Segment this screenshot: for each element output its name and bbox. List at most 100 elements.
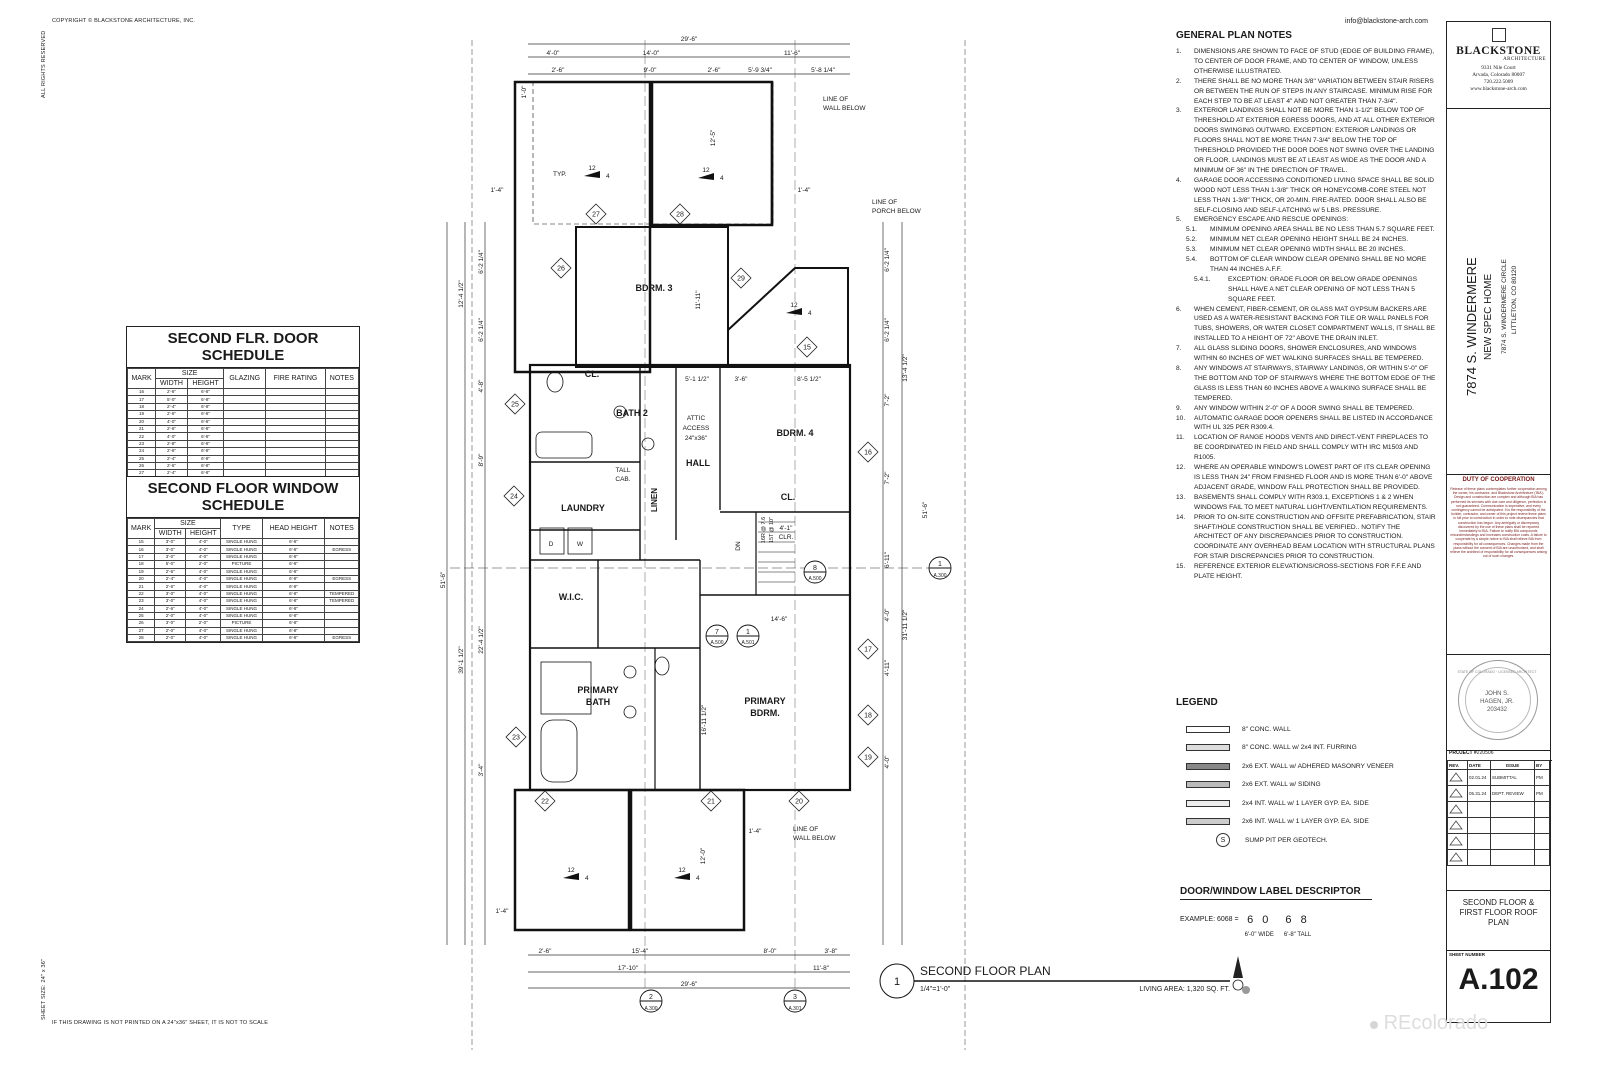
rev-triangle-icon — [1447, 801, 1468, 818]
cell-mark: 26 — [126, 619, 156, 628]
cell-head: 6'-8" — [261, 537, 326, 547]
cell-mark: 16 — [126, 387, 157, 397]
window-tag: 24 — [503, 485, 525, 507]
dim-top2-e: 5'-8 1/4" — [811, 67, 835, 74]
cell-height: 6'-8" — [186, 387, 225, 397]
cell-height: 6'-8" — [186, 417, 225, 426]
cell-blank — [324, 447, 360, 456]
rev-date: 05.31.24 — [1467, 785, 1491, 802]
window-tag-label: 29 — [737, 276, 745, 283]
door-col-notes: NOTES — [324, 368, 360, 389]
cell-mark: 21 — [126, 582, 156, 591]
room-primary-bdrm: PRIMARY — [744, 696, 785, 706]
cell-notes — [324, 582, 359, 591]
stair-treads: 15T @ 10" — [769, 517, 775, 543]
sheet-number-cell: SHEET NUMBER A.102 — [1447, 950, 1550, 1022]
note-number: 5.4.1. — [1194, 275, 1211, 283]
note-number: 5.4. — [1186, 256, 1197, 264]
scale-note: IF THIS DRAWING IS NOT PRINTED ON A 24"x… — [52, 1020, 269, 1026]
firm-email: info@blackstone-arch.com — [1345, 18, 1428, 25]
project-info: 7874 S. WINDERMERE NEW SPEC HOME 7874 S.… — [1447, 108, 1550, 475]
cell-notes — [324, 560, 359, 569]
stair-risers: 16R @ 7.6 — [761, 517, 767, 543]
rev-col-issue: ISSUE — [1490, 760, 1535, 770]
cell-type: SINGLE HUNG — [220, 552, 263, 562]
dim-right-e: 7'-2" — [884, 393, 891, 407]
door-schedule-title-2: SCHEDULE — [201, 347, 285, 364]
cell-width: 5'-0" — [155, 395, 188, 404]
seal-ring-text: STATE OF COLORADO · LICENSED ARCHITECT — [1457, 670, 1537, 674]
dim-top-a: 4'-0" — [547, 50, 561, 57]
firm-info: BLACKSTONE ARCHITECTURE 9331 Nile Court … — [1447, 22, 1550, 109]
cell-notes: EGRESS — [324, 634, 359, 643]
note-item: 5.2.MINIMUM NET CLEAR OPENING HEIGHT SHA… — [1176, 235, 1438, 245]
cell-head: 6'-8" — [261, 567, 326, 576]
room-hall: HALL — [686, 458, 710, 468]
dim-right-a: 13'-4 1/2" — [902, 354, 909, 382]
section-3-mark: 3 — [793, 994, 797, 1001]
architect-seal: JOHN S. HAGEN, JR. 203432 STATE OF COLOR… — [1447, 654, 1550, 751]
room-primary-bdrm-2: BDRM. — [750, 708, 780, 718]
sump-symbol-icon: S — [1216, 833, 1230, 848]
project-sub: NEW SPEC HOME — [1483, 273, 1494, 360]
cell-type: SINGLE HUNG — [220, 604, 263, 613]
project-number-value: 220506 — [1476, 750, 1494, 756]
note-item: 5.4.1.EXCEPTION: GRADE FLOOR OR BELOW GR… — [1176, 275, 1438, 305]
note-item: 4.GARAGE DOOR ACCESSING CONDITIONED LIVI… — [1176, 176, 1438, 216]
cell-mark: 23 — [126, 597, 156, 606]
legend-title: LEGEND — [1176, 697, 1218, 708]
window-schedule-title-2: SCHEDULE — [201, 497, 285, 514]
cell-mark: 15 — [126, 537, 156, 547]
cell-width: 2'-6" — [155, 387, 188, 397]
revision-row — [1447, 817, 1550, 834]
pitch-run: 4 — [720, 175, 724, 182]
note-item: 1.DIMENSIONS ARE SHOWN TO FACE OF STUD (… — [1176, 47, 1438, 77]
firm-website: www.blackstone-arch.com — [1470, 86, 1527, 92]
dim-bot2-a: 17'-10" — [618, 965, 639, 972]
cell-notes — [324, 604, 359, 613]
cell-notes — [324, 626, 359, 636]
legend-label: 2x6 INT. WALL w/ 1 LAYER GYP. EA. SIDE — [1242, 818, 1369, 826]
cell-blank — [223, 387, 267, 397]
note-text: MINIMUM NET CLEAR OPENING HEIGHT SHALL B… — [1210, 236, 1409, 244]
dim-right-b: 31'-11 1/2" — [902, 609, 909, 640]
cell-height: 4'-0" — [185, 582, 222, 591]
legend-label: 2x4 INT. WALL w/ 1 LAYER GYP. EA. SIDE — [1242, 799, 1369, 807]
label-height-note: 6'-8" TALL — [1283, 932, 1312, 938]
window-tag: 29 — [730, 267, 752, 289]
rev-triangle-icon — [1447, 817, 1468, 834]
pitch-rise: 12 — [702, 167, 710, 174]
room-cl-2: CL. — [781, 492, 796, 502]
window-col-height: HEIGHT — [185, 528, 222, 539]
window-tag-label: 19 — [864, 755, 872, 762]
cell-height: 6'-8" — [186, 432, 225, 441]
note-number: 11. — [1176, 434, 1185, 442]
general-plan-notes: GENERAL PLAN NOTES 1.DIMENSIONS ARE SHOW… — [1176, 30, 1438, 582]
window-tag: 15 — [796, 336, 818, 358]
section-3-sheet: A.301 — [788, 1006, 801, 1012]
note-item: 2.THERE SHALL BE NO MORE THAN 3/8" VARIA… — [1176, 77, 1438, 107]
pitch-run: 4 — [808, 310, 812, 317]
door-schedule-table: MARK SIZE GLAZING FIRE RATING NOTES WIDT… — [126, 368, 360, 478]
line-of-wall-below-1: LINE OF — [823, 96, 848, 103]
cell-width: 2'-4" — [154, 574, 187, 584]
note-number: 1. — [1176, 48, 1182, 55]
cell-width: 4'-0" — [155, 417, 188, 426]
cell-width: 3'-0" — [154, 589, 187, 599]
note-text: GARAGE DOOR ACCESSING CONDITIONED LIVING… — [1194, 176, 1434, 214]
note-number: 14. — [1176, 513, 1186, 521]
window-tag: 27 — [585, 203, 607, 225]
door-schedule-title-1: SECOND FLR. DOOR — [167, 330, 319, 347]
window-tag-label: 26 — [557, 266, 565, 273]
rev-by: PM — [1534, 785, 1550, 802]
window-tag-label: 24 — [510, 494, 518, 501]
rev-by — [1534, 801, 1550, 818]
cell-height: 4'-0" — [185, 537, 222, 547]
section-1-sheet: A.300 — [933, 573, 946, 579]
